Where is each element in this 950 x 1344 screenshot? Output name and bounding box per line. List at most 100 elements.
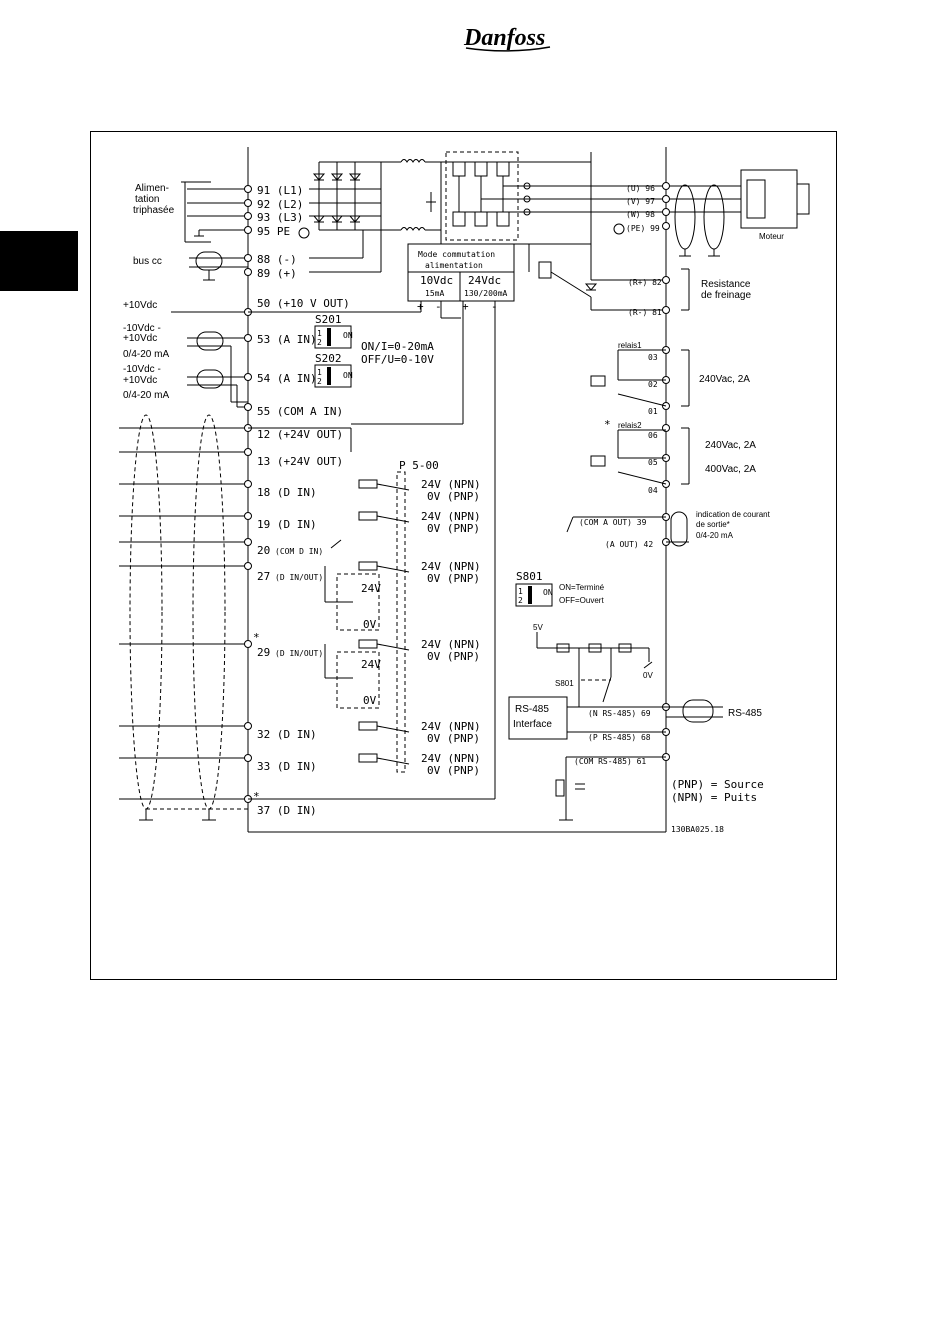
terminal-06: 06	[648, 431, 658, 440]
rs485-label: RS-485	[728, 708, 762, 719]
ain1-label: -10Vdc - +10Vdc 0/4-20 mA	[123, 323, 169, 360]
supply-label: Alimen- tation triphasée	[133, 183, 175, 216]
switch-s801-label: S801	[516, 570, 543, 583]
left-terminals: 91 (L1) 92 (L2) 93 (L3) 95 PE 88 (-) 89 …	[244, 184, 350, 817]
motor-label: Moteur	[759, 232, 784, 241]
relay2-rating1: 240Vac, 2A	[705, 440, 756, 451]
svg-text:1: 1	[518, 587, 523, 596]
svg-text:24V (NPN): 24V (NPN)	[421, 560, 481, 573]
terminal-32: 32 (D IN)	[257, 728, 317, 741]
svg-text:ON: ON	[543, 588, 553, 597]
danfoss-logo: Danfoss	[463, 25, 551, 52]
svg-text:de sortie*: de sortie*	[696, 520, 730, 529]
svg-text:+10Vdc: +10Vdc	[123, 375, 157, 386]
svg-text:-10Vdc -: -10Vdc -	[123, 364, 161, 375]
psu-24v: 24Vdc	[468, 274, 501, 287]
terminal-03: 03	[648, 353, 658, 362]
svg-text:-: -	[435, 300, 442, 313]
terminal-99: (PE) 99	[626, 224, 660, 233]
document-id: 130BA025.18	[671, 825, 724, 834]
wiring-diagram-frame: Alimen- tation triphasée bus cc +10Vdc -…	[90, 131, 837, 980]
switch-s202-label: S202	[315, 352, 342, 365]
svg-text:-: -	[491, 300, 498, 313]
terminal-61: (COM RS-485) 61	[574, 757, 646, 766]
terminal-55: 55 (COM A IN)	[257, 405, 343, 418]
psu-10v: 10Vdc	[420, 274, 453, 287]
p500-label: P 5-00	[399, 459, 439, 472]
terminal-68: (P RS-485) 68	[588, 733, 651, 742]
svg-text:0/4-20 mA: 0/4-20 mA	[123, 390, 169, 401]
svg-text:+10Vdc: +10Vdc	[123, 333, 157, 344]
terminal-92: 92 (L2)	[257, 198, 303, 211]
analog-output-label: indication de courant de sortie* 0/4-20 …	[696, 510, 771, 540]
svg-text:0V (PNP): 0V (PNP)	[427, 732, 480, 745]
svg-text:24V: 24V	[361, 582, 381, 595]
svg-text:Interface: Interface	[513, 719, 552, 730]
s801-on-label: ON=Terminé	[559, 583, 605, 592]
svg-text:24V: 24V	[361, 658, 381, 671]
terminal-54: 54 (A IN)	[257, 372, 317, 385]
svg-text:0V (PNP): 0V (PNP)	[427, 650, 480, 663]
terminal-02: 02	[648, 380, 658, 389]
relay2-rating2: 400Vac, 2A	[705, 464, 756, 475]
terminal-37: 37 (D IN)	[257, 804, 317, 817]
star-29: *	[253, 631, 260, 644]
svg-text:2: 2	[317, 377, 322, 386]
svg-text:0/4-20 mA: 0/4-20 mA	[123, 349, 169, 360]
svg-text:(D IN/OUT): (D IN/OUT)	[275, 649, 323, 658]
plus10-label: +10Vdc	[123, 300, 157, 311]
terminal-18: 18 (D IN)	[257, 486, 317, 499]
terminal-01: 01	[648, 407, 658, 416]
right-terminals: (U) 96 (V) 97 (W) 98 (PE) 99 (R+) 82 (R-…	[574, 182, 670, 766]
svg-text:0V (PNP): 0V (PNP)	[427, 572, 480, 585]
svg-text:24V (NPN): 24V (NPN)	[421, 478, 481, 491]
svg-text:ON: ON	[343, 331, 353, 340]
svg-text:1: 1	[317, 368, 322, 377]
legend-pnp: (PNP) = Source	[671, 778, 764, 791]
svg-text:(COM D IN): (COM D IN)	[275, 547, 323, 556]
terminal-81: (R-) 81	[628, 308, 662, 317]
svg-text:-10Vdc -: -10Vdc -	[123, 323, 161, 334]
svg-text:2: 2	[518, 596, 523, 605]
legend-npn: (NPN) = Puits	[671, 791, 757, 804]
svg-text:24V (NPN): 24V (NPN)	[421, 752, 481, 765]
rs485-interface-box: RS-485 Interface	[508, 696, 568, 740]
svg-text:0/4-20 mA: 0/4-20 mA	[696, 531, 734, 540]
star-37: *	[253, 790, 260, 803]
terminal-42: (A OUT) 42	[605, 540, 653, 549]
switch-s201-label: S201	[315, 313, 342, 326]
svg-text:24V (NPN): 24V (NPN)	[421, 510, 481, 523]
psu-title2: alimentation	[425, 261, 483, 270]
svg-text:0V: 0V	[363, 618, 377, 631]
svg-text:*: *	[604, 418, 611, 431]
terminal-53: 53 (A IN)	[257, 333, 317, 346]
motor: Moteur	[740, 169, 810, 241]
terminal-39: (COM A OUT) 39	[579, 518, 647, 527]
psu-title1: Mode commutation	[418, 250, 495, 259]
switch-mode-current: ON/I=0-20mA	[361, 340, 434, 353]
svg-text:0V: 0V	[363, 694, 377, 707]
svg-text:indication de courant: indication de courant	[696, 510, 771, 519]
terminal-88: 88 (-)	[257, 253, 297, 266]
terminal-05: 05	[648, 458, 658, 467]
svg-text:ON: ON	[343, 371, 353, 380]
svg-text:(D IN/OUT): (D IN/OUT)	[275, 573, 323, 582]
svg-text:Alimen-: Alimen-	[135, 183, 169, 194]
terminal-04: 04	[648, 486, 658, 495]
wiring-diagram: Alimen- tation triphasée bus cc +10Vdc -…	[119, 147, 810, 834]
svg-text:20: 20	[257, 544, 270, 557]
terminal-69: (N RS-485) 69	[588, 709, 651, 718]
switch-mode-voltage: OFF/U=0-10V	[361, 353, 434, 366]
svg-text:de freinage: de freinage	[701, 290, 751, 301]
terminal-89: 89 (+)	[257, 267, 297, 280]
terminal-97: (V) 97	[626, 197, 655, 206]
terminal-33: 33 (D IN)	[257, 760, 317, 773]
v0-label: 0V	[643, 671, 653, 680]
psu-10v-current: 15mA	[425, 289, 444, 298]
svg-text:24V (NPN): 24V (NPN)	[421, 720, 481, 733]
svg-text:27: 27	[257, 570, 270, 583]
terminal-12: 12 (+24V OUT)	[257, 428, 343, 441]
brand-logo-text: Danfoss	[463, 25, 545, 51]
digital-inputs: 24V (NPN) 0V (PNP) 24V (NPN) 0V (PNP) 24…	[358, 478, 481, 777]
terminal-29: 29 (D IN/OUT)	[257, 646, 323, 659]
